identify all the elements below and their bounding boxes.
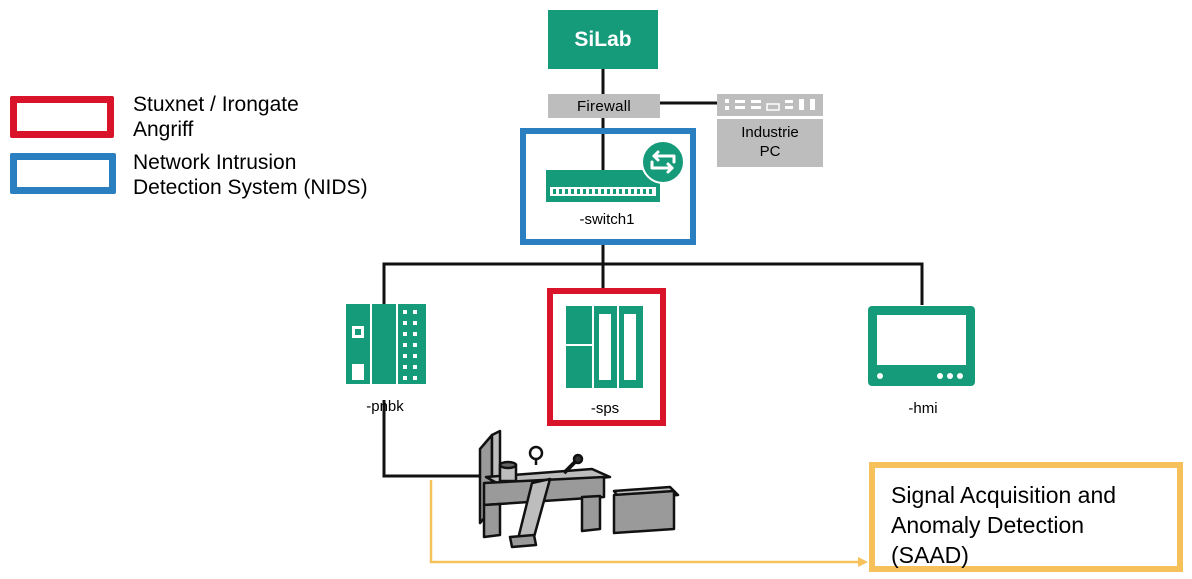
- line-pnbk-machine: [382, 400, 482, 478]
- saad-label-line2: Anomaly Detection: [891, 512, 1085, 538]
- industrial-pc-node[interactable]: Industrie PC: [717, 119, 823, 167]
- industrial-machine-icon: [478, 429, 680, 549]
- plc-icon[interactable]: [566, 306, 643, 388]
- legend-blue-swatch: [10, 153, 116, 194]
- hmi-label: -hmi: [908, 400, 938, 417]
- industrial-pc-label-line1: Industrie: [741, 124, 799, 141]
- sps-label: -sps: [590, 400, 620, 417]
- silab-label: SiLab: [574, 27, 632, 51]
- silab-node[interactable]: SiLab: [548, 10, 658, 69]
- saad-label-line3: (SAAD): [891, 542, 969, 568]
- industrial-pc-label-line2: PC: [759, 143, 781, 160]
- legend-red-line2: Angriff: [133, 118, 194, 141]
- hmi-monitor-icon[interactable]: [868, 306, 975, 386]
- saad-box[interactable]: Signal Acquisition and Anomaly Detection…: [869, 462, 1183, 572]
- pnbk-module-icon[interactable]: [346, 304, 426, 384]
- legend-blue-line2: Detection System (NIDS): [133, 176, 368, 199]
- legend-red-swatch: [10, 96, 114, 138]
- legend-red-line1: Stuxnet / Irongate: [133, 93, 299, 116]
- switch-icon[interactable]: [546, 170, 660, 202]
- legend-blue-line1: Network Intrusion: [133, 151, 297, 174]
- saad-arrow-head: [858, 557, 868, 567]
- industrial-pc-rack-icon: [717, 94, 823, 116]
- firewall-node[interactable]: Firewall: [548, 94, 660, 118]
- line-bus: [382, 262, 924, 305]
- pnbk-label: -pnbk: [366, 398, 404, 415]
- saad-signal-line: [429, 480, 862, 564]
- legend-red-label: Stuxnet / Irongate Angriff: [133, 92, 299, 142]
- firewall-label: Firewall: [576, 97, 632, 115]
- attack-target-frame: [547, 288, 666, 426]
- legend-blue-label: Network Intrusion Detection System (NIDS…: [133, 150, 368, 200]
- nids-frame: [520, 128, 696, 245]
- switch-label: -switch1: [579, 211, 635, 228]
- saad-label-line1: Signal Acquisition and: [891, 482, 1117, 508]
- arrows-exchange-icon: [641, 140, 685, 184]
